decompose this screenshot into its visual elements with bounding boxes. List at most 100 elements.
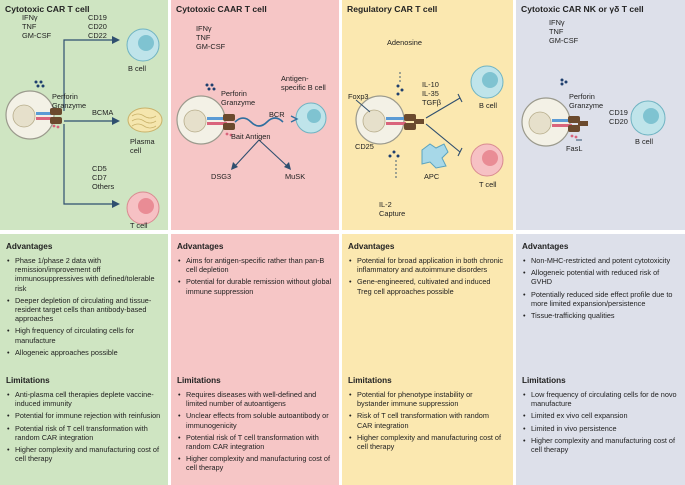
car-nk-diagram	[521, 78, 666, 147]
adenosine-dots	[396, 84, 404, 96]
list-item: Higher complexity and manufacturing cost…	[522, 436, 680, 454]
bcr-label: BCR	[269, 110, 285, 119]
limitations-heading: Limitations	[348, 376, 392, 385]
advantages-heading: Advantages	[6, 242, 53, 251]
list-item: Phase 1/phase 2 data with remission/impr…	[6, 256, 164, 293]
caar-t-diagram	[176, 83, 327, 170]
text-area: Advantages Aims for antigen-specific rat…	[171, 234, 339, 485]
panel-title: Cytotoxic CAAR T cell	[176, 4, 267, 14]
car-receptor	[50, 108, 62, 115]
nucleus	[183, 109, 207, 133]
limitations-list: Anti-plasma cell therapies deplete vacci…	[6, 390, 164, 466]
apc-label: APC	[424, 172, 440, 181]
list-item: Risk of T cell transformation with rando…	[348, 411, 506, 429]
list-item: Requires diseases with well-defined and …	[177, 390, 335, 408]
car-receptor	[404, 114, 416, 121]
limitations-list: Potential for phenotype instability or b…	[348, 390, 506, 454]
panel-title: Regulatory CAR T cell	[347, 4, 438, 14]
bcma-label: BCMA	[92, 108, 114, 117]
panel-title: Cytotoxic CAR NK or γδ T cell	[521, 4, 644, 14]
nucleus	[362, 109, 386, 133]
adenosine-label: Adenosine	[387, 38, 422, 47]
limitations-list: Low frequency of circulating cells for d…	[522, 390, 680, 457]
list-item: Non-MHC-restricted and potent cytotoxici…	[522, 256, 680, 265]
advantages-list: Potential for broad application in both …	[348, 256, 506, 299]
advantages-list: Phase 1/phase 2 data with remission/impr…	[6, 256, 164, 360]
list-item: Tissue-trafficking qualities	[522, 311, 680, 320]
list-item: Allogeneic approaches possible	[6, 348, 164, 357]
b-cell-label: B cell	[128, 64, 147, 73]
limitations-heading: Limitations	[6, 376, 50, 385]
limitations-heading: Limitations	[522, 376, 566, 385]
bait-antigen-label: Bait Antigen	[231, 132, 271, 141]
inhibition-lines	[425, 93, 463, 157]
list-item: Aims for antigen-specific rather than pa…	[177, 256, 335, 274]
list-item: Potentially reduced side effect profile …	[522, 290, 680, 308]
arrows	[63, 39, 112, 205]
list-item: Potential for broad application in both …	[348, 256, 506, 274]
advantages-heading: Advantages	[177, 242, 224, 251]
advantages-heading: Advantages	[522, 242, 569, 251]
list-item: Higher complexity and manufacturing cost…	[6, 445, 164, 463]
list-item: Potential for phenotype instability or b…	[348, 390, 506, 408]
t-cell-label: T cell	[130, 221, 148, 230]
list-item: Potential risk of T cell transformation …	[6, 424, 164, 442]
nucleus	[528, 111, 552, 135]
b-cell-label: B cell	[635, 137, 654, 146]
list-item: Gene-engineered, cultivated and induced …	[348, 277, 506, 295]
list-item: Limited ex vivo cell expansion	[522, 411, 680, 420]
list-item: Low frequency of circulating cells for d…	[522, 390, 680, 408]
list-item: Higher complexity and manufacturing cost…	[348, 433, 506, 451]
advantages-heading: Advantages	[348, 242, 395, 251]
cytokine-dots	[560, 78, 568, 86]
t-cell-label: T cell	[479, 180, 497, 189]
list-item: Potential for immune rejection with rein…	[6, 411, 164, 420]
list-item: Limited in vivo persistence	[522, 424, 680, 433]
text-area: Advantages Potential for broad applicati…	[342, 234, 513, 485]
car-t-diagram	[5, 28, 163, 225]
text-area: Advantages Non-MHC-restricted and potent…	[516, 234, 685, 485]
bait-antigen	[234, 117, 284, 127]
diagram-area: Regulatory CAR T cell Adenosine Foxp3 IL…	[342, 0, 513, 230]
advantages-list: Aims for antigen-specific rather than pa…	[177, 256, 335, 299]
panel-regulatory-car-t: Regulatory CAR T cell Adenosine Foxp3 IL…	[342, 0, 513, 485]
musk-label: MuSK	[285, 172, 306, 181]
limitations-heading: Limitations	[177, 376, 221, 385]
granzyme-dots	[52, 124, 60, 129]
list-item: Higher complexity and manufacturing cost…	[177, 454, 335, 472]
cytokine-dots	[205, 83, 216, 91]
panel-title: Cytotoxic CAR T cell	[5, 4, 90, 14]
caar-receptor	[223, 114, 235, 121]
dsg3-label: DSG3	[211, 172, 232, 181]
list-item: Deeper depletion of circulating and tiss…	[6, 296, 164, 324]
antigen-b-label: Antigen-specific B cell	[281, 74, 326, 92]
treg-diagram	[355, 65, 504, 180]
list-item: Allogeneic potential with reduced risk o…	[522, 268, 680, 286]
car-receptor	[568, 116, 580, 123]
nucleus	[12, 104, 36, 128]
fasl-label: FasL	[566, 144, 583, 153]
cd25-label: CD25	[355, 142, 374, 151]
list-item: Unclear effects from soluble autoantibod…	[177, 411, 335, 429]
il2-dots	[388, 150, 400, 158]
text-area: Advantages Phase 1/phase 2 data with rem…	[0, 234, 168, 485]
car-construct	[36, 112, 56, 115]
cytokine-dots	[34, 80, 45, 88]
apc-cell	[421, 143, 449, 169]
list-item: Anti-plasma cell therapies deplete vacci…	[6, 390, 164, 408]
